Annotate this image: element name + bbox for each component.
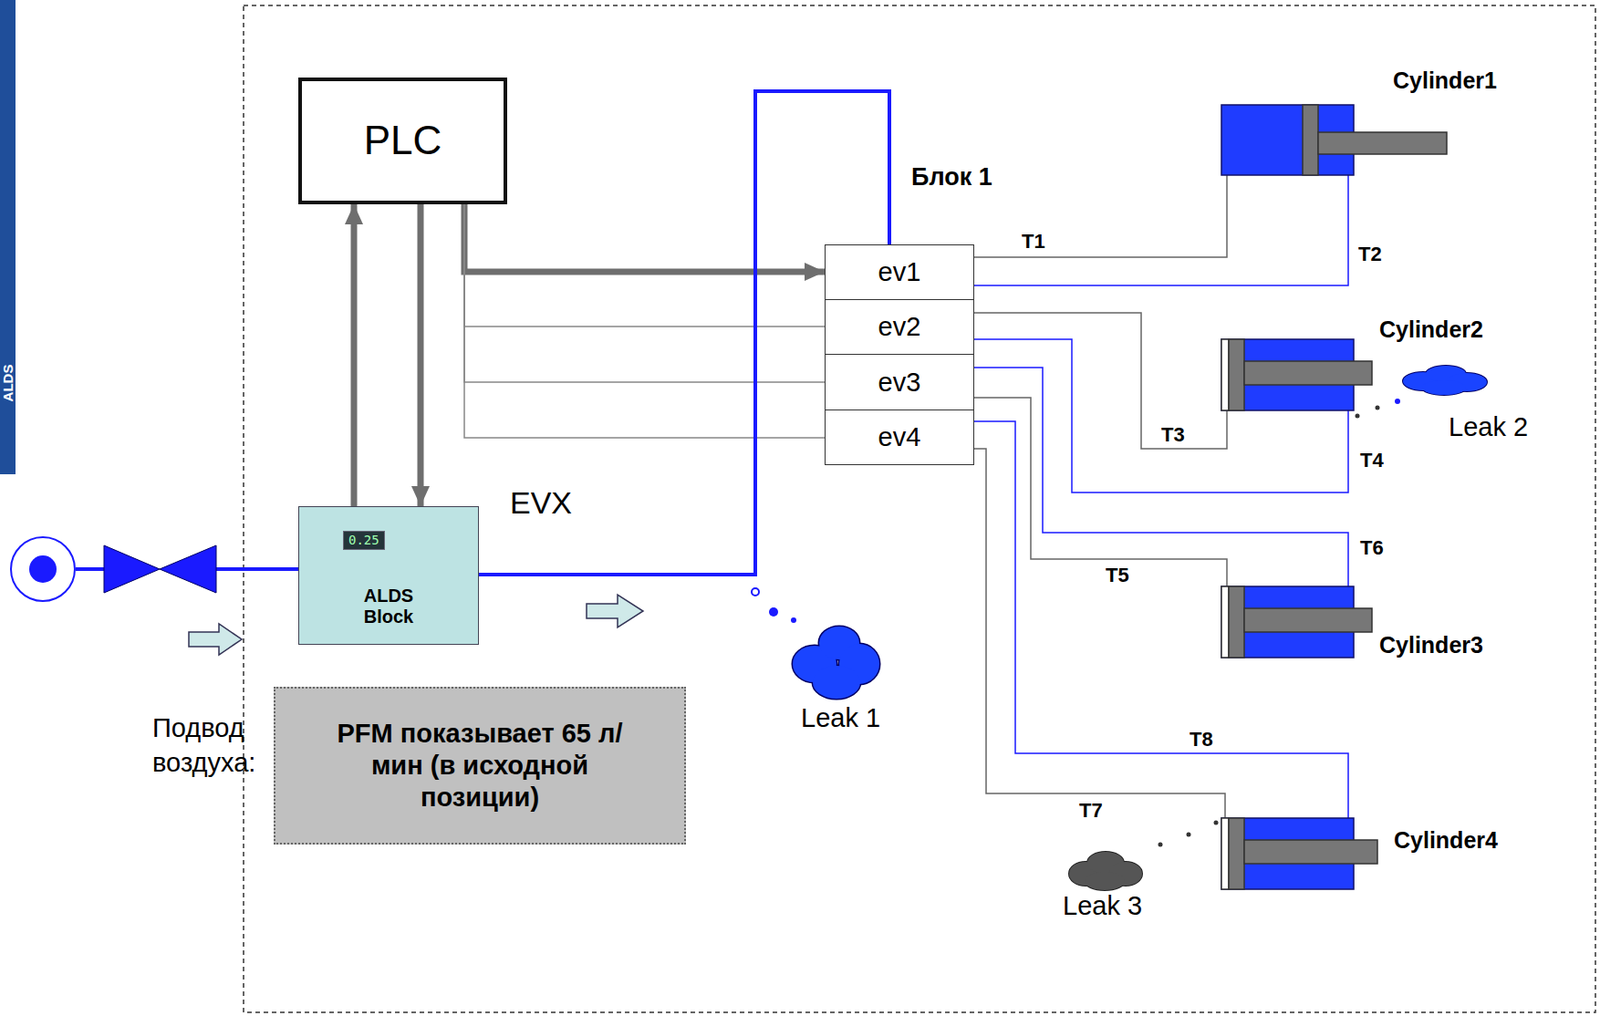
box-text: ev4	[878, 421, 922, 454]
device-label: EVX	[509, 485, 572, 521]
valve-block: Блок 1ev1ev2ev3ev4	[824, 244, 975, 466]
box-text: PFM показывает 65 л/мин (в исходной пози…	[320, 717, 640, 813]
cylinder: Cylinder4	[1221, 818, 1354, 890]
signal-wire	[464, 204, 825, 438]
signal-arrow	[464, 204, 825, 272]
box-text: ev2	[878, 311, 922, 343]
shutoff-valve	[103, 545, 217, 593]
flow-arrow	[188, 623, 242, 655]
valve-box: ev2	[824, 299, 975, 355]
leak-cloud	[1355, 365, 1488, 419]
cylinder: Cylinder3	[1221, 586, 1354, 658]
leak-cloud	[1069, 820, 1219, 892]
note-box: PFM показывает 65 л/мин (в исходной пози…	[273, 686, 686, 845]
valve-box: ev1	[824, 244, 975, 301]
leak-label: Leak 3	[1062, 891, 1143, 922]
air-tube	[974, 448, 1226, 819]
air-inlet	[10, 537, 299, 602]
flow-arrow	[586, 594, 644, 628]
cylinder: Cylinder2	[1221, 339, 1354, 411]
tube-label: T1	[1020, 231, 1047, 252]
side-bar: ALDS	[0, 0, 16, 475]
leak-cloud	[751, 588, 880, 699]
tube-label: T6	[1359, 538, 1385, 559]
air-tube	[974, 397, 1227, 587]
signal-wire	[464, 204, 825, 327]
signal-arrow	[417, 204, 425, 507]
valve-box: ev4	[824, 409, 975, 466]
tube-label: T4	[1359, 450, 1385, 471]
air-tube	[974, 175, 1349, 286]
cylinder-drawing	[1221, 586, 1354, 658]
inlet-label: Подвод воздуха:	[152, 711, 271, 780]
cylinder-drawing	[1221, 339, 1354, 411]
signal-arrow	[351, 204, 358, 507]
tube-label: T3	[1160, 425, 1186, 446]
cylinder: Cylinder1	[1221, 104, 1354, 176]
plc-box: PLC	[298, 77, 508, 205]
cylinder-drawing	[1221, 818, 1354, 890]
box-text: PLC	[363, 116, 443, 166]
tube-label: T5	[1104, 565, 1131, 586]
part-label: Блок 1	[911, 164, 993, 192]
box-text: ALDS Block	[347, 585, 430, 628]
box-text: ev1	[878, 256, 922, 289]
air-tube	[974, 175, 1227, 258]
alds-block: ALDS Block	[298, 506, 479, 645]
box-text: ev3	[878, 366, 922, 399]
display-readout: 0.25	[342, 530, 385, 551]
signal-wire	[464, 204, 825, 383]
leak-label: Leak 1	[800, 703, 881, 734]
system-boundary	[243, 5, 1596, 1013]
air-tube	[974, 312, 1227, 449]
tube-label: T8	[1188, 729, 1215, 750]
valve-box: ev3	[824, 353, 975, 411]
part-label: Cylinder2	[1379, 317, 1484, 343]
tube-label: T2	[1357, 244, 1383, 265]
side-bar: ALDS	[0, 364, 15, 403]
leak-label: Leak 2	[1448, 412, 1528, 443]
part-label: Cylinder4	[1393, 828, 1498, 854]
part-label: Cylinder3	[1379, 633, 1484, 659]
part-label: Cylinder1	[1392, 68, 1497, 94]
tube-label: T7	[1078, 800, 1104, 821]
cylinder-drawing	[1221, 104, 1354, 176]
